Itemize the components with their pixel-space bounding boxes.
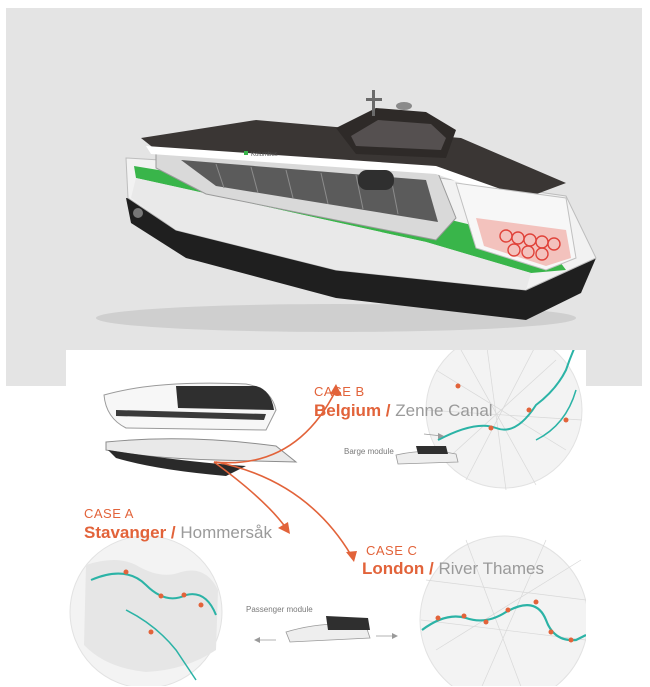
ferry-roof-edge	[146, 146, 526, 204]
case-a-sep: /	[166, 523, 180, 542]
ferry-render-panel: Kolumbus	[6, 8, 642, 386]
case-c-sep: /	[424, 559, 438, 578]
map-stavanger-stops	[123, 569, 204, 635]
arrow-to-case-c	[215, 461, 352, 556]
case-c-city: London	[362, 559, 424, 578]
case-b-title: Belgium / Zenne Canal	[314, 401, 493, 420]
passenger-module-label: Passenger module	[246, 605, 313, 614]
barge-module	[395, 433, 459, 465]
case-a-city: Stavanger	[84, 523, 167, 542]
case-b-prefix: CASE B	[314, 384, 365, 399]
case-a-place: Hommersåk	[180, 523, 272, 542]
case-b-place: Zenne Canal	[395, 401, 492, 420]
ferry-module-hull-dark	[108, 450, 246, 476]
hull-brand-text: Kolumbus	[251, 152, 278, 158]
modular-ferry-illustration	[103, 382, 298, 476]
map-stavanger	[69, 535, 223, 686]
case-c-title: London / River Thames	[362, 559, 544, 578]
case-b-city: Belgium	[314, 401, 381, 420]
map-london	[419, 535, 586, 686]
case-overview-panel: Barge module Passenger module CASE B Bel…	[66, 350, 586, 686]
case-a-title: Stavanger / Hommersåk	[84, 523, 272, 542]
case-overview-diagram: Barge module Passenger module CASE B Bel…	[69, 350, 586, 686]
arrow-to-case-b	[213, 389, 337, 464]
map-belgium-river	[437, 350, 575, 441]
ferry-cargo-bay	[476, 218, 571, 266]
case-c-prefix: CASE C	[366, 543, 417, 558]
map-belgium-stops	[455, 383, 569, 431]
ferry-module-bridge	[176, 386, 274, 410]
case-b-sep: /	[381, 401, 395, 420]
map-london-stops	[435, 599, 574, 643]
ferry-bicycles	[499, 229, 561, 261]
arrow-to-case-a	[213, 461, 287, 529]
case-a-prefix: CASE A	[84, 506, 134, 521]
ferry-radar	[396, 102, 412, 110]
ferry-lifeboat	[358, 170, 394, 190]
ferry-bridge-window	[351, 120, 446, 150]
map-belgium	[425, 350, 583, 491]
arrow-heads	[278, 384, 357, 562]
map-stavanger-route	[90, 572, 217, 616]
map-stavanger-route-2	[125, 609, 197, 681]
map-london-thames	[421, 604, 586, 642]
ferry-roof	[141, 120, 566, 198]
barge-module-label: Barge module	[344, 447, 394, 456]
ferry-module-band	[116, 410, 266, 420]
ferry-mast	[372, 90, 375, 116]
brand-logo-icon	[244, 151, 248, 155]
ferry-lower-hull	[131, 178, 531, 290]
passenger-module	[254, 616, 398, 643]
ferry-windows	[181, 160, 438, 222]
case-c-place: River Thames	[438, 559, 544, 578]
ferry-mast-bar	[366, 98, 382, 101]
case-arrows	[213, 389, 352, 556]
ferry-propeller	[133, 208, 143, 218]
ferry-render: Kolumbus	[96, 90, 597, 332]
map-belgium-canal	[535, 389, 577, 441]
